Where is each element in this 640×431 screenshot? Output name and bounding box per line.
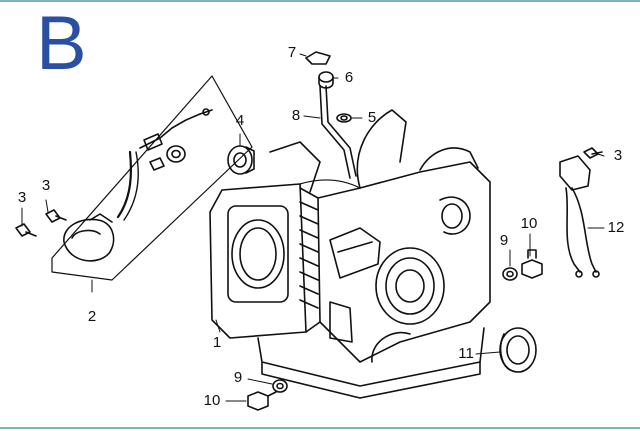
oil-seal bbox=[499, 327, 537, 373]
callout-12: 12 bbox=[607, 219, 625, 236]
dipstick-group bbox=[305, 51, 357, 179]
callout-3-left-lower: 3 bbox=[17, 189, 27, 206]
bolt-10-right bbox=[521, 249, 543, 279]
callout-6: 6 bbox=[344, 69, 354, 86]
oil-sensor-assembly bbox=[51, 75, 253, 281]
callout-10-right: 10 bbox=[520, 215, 538, 232]
bolt-3-left-lower bbox=[15, 223, 37, 237]
leader-lines bbox=[21, 53, 605, 402]
callout-9-bottom: 9 bbox=[233, 369, 243, 386]
callout-3-left-upper: 3 bbox=[41, 177, 51, 194]
bolt-3-right bbox=[583, 147, 603, 159]
callout-11: 11 bbox=[458, 345, 474, 362]
section-letter: B bbox=[36, 1, 87, 86]
crankcase bbox=[209, 109, 491, 399]
callout-9-right: 9 bbox=[499, 232, 509, 249]
callout-1: 1 bbox=[212, 334, 222, 351]
callout-10-bottom: 10 bbox=[203, 392, 221, 409]
callout-4: 4 bbox=[235, 112, 245, 129]
washer-9-right bbox=[502, 267, 518, 281]
callout-8: 8 bbox=[291, 107, 301, 124]
callout-2: 2 bbox=[87, 308, 97, 325]
bolt-3-left-upper bbox=[45, 209, 67, 223]
sensor-unit bbox=[559, 155, 600, 278]
washer-9-bottom bbox=[272, 379, 288, 393]
callout-5: 5 bbox=[367, 109, 377, 126]
bearing bbox=[227, 145, 255, 175]
bolt-10-bottom bbox=[247, 391, 277, 411]
callout-7: 7 bbox=[287, 44, 297, 61]
callout-3-right: 3 bbox=[613, 147, 623, 164]
